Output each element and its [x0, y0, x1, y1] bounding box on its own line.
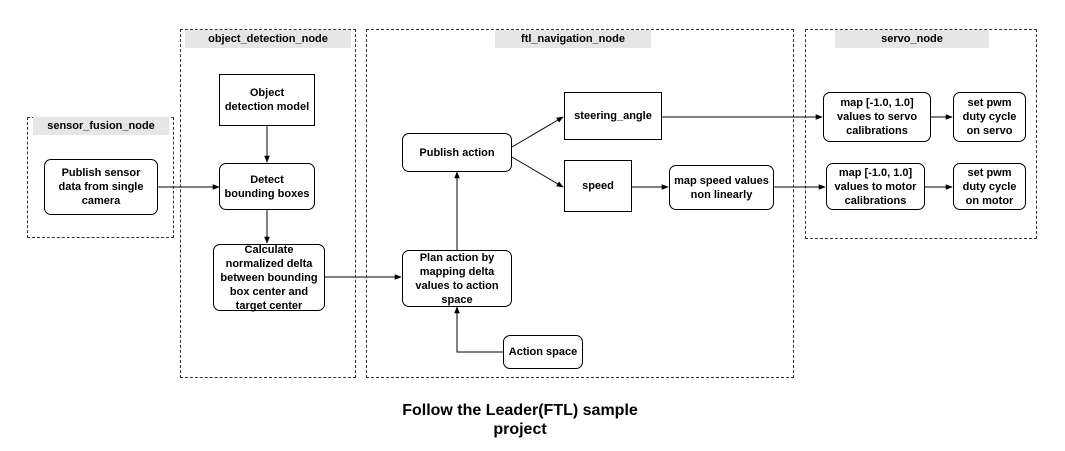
node-set-pwm-motor: set pwm duty cycle on motor [953, 163, 1026, 210]
group-object-detection-node [180, 29, 356, 378]
node-plan-action: Plan action by mapping delta values to a… [402, 250, 512, 307]
node-detect-bounding-boxes: Detect bounding boxes [219, 163, 315, 210]
node-map-servo: map [-1.0, 1.0] values to servo calibrat… [823, 92, 931, 142]
node-set-pwm-servo: set pwm duty cycle on servo [953, 92, 1026, 142]
node-map-speed: map speed values non linearly [669, 165, 774, 210]
group-label-sensor-fusion: sensor_fusion_node [33, 117, 169, 135]
diagram-caption-line1: Follow the Leader(FTL) sample [402, 402, 638, 419]
node-object-detection-model: Object detection model [219, 74, 315, 126]
node-action-space: Action space [503, 335, 583, 369]
group-label-servo: servo_node [835, 30, 989, 48]
node-steering-angle: steering_angle [564, 92, 662, 140]
node-map-motor: map [-1.0, 1.0] values to motor calibrat… [826, 163, 925, 210]
diagram-caption-line2: project [493, 421, 547, 438]
edge-publish-action-to-steering [511, 116, 564, 148]
node-publish-action: Publish action [402, 133, 512, 172]
node-publish-sensor-data: Publish sensor data from single camera [44, 159, 158, 215]
group-servo-node [805, 29, 1037, 239]
node-speed: speed [564, 160, 632, 212]
group-ftl-navigation-node [366, 29, 794, 378]
edge-publish-action-to-speed [511, 156, 564, 188]
edge-action-space-to-plan [454, 306, 503, 353]
node-calculate-delta: Calculate normalized delta between bound… [213, 244, 325, 312]
group-label-ftl-navigation: ftl_navigation_node [495, 30, 651, 48]
group-label-object-detection: object_detection_node [185, 30, 351, 48]
